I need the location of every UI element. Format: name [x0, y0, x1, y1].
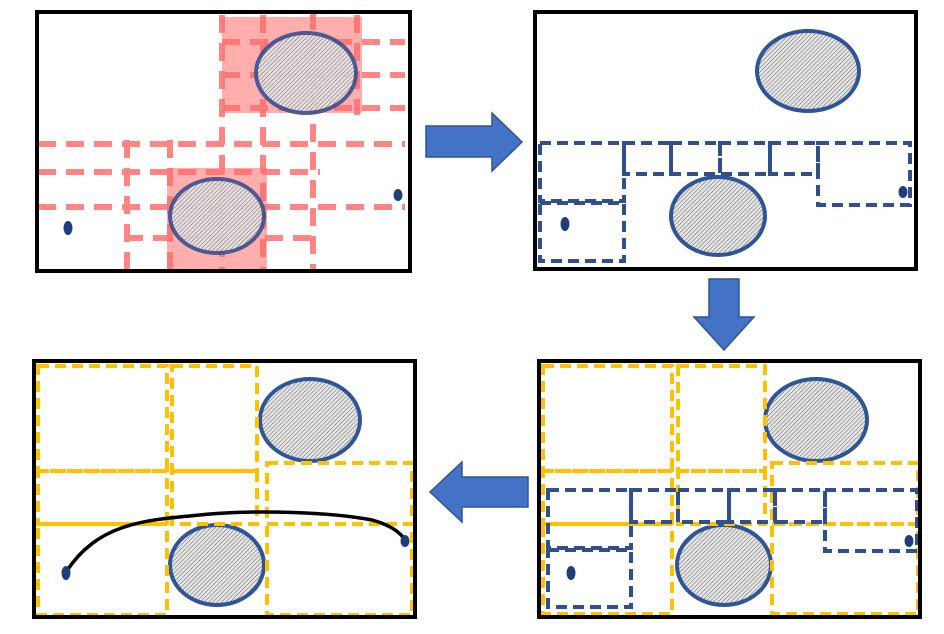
obstacle-top	[258, 377, 362, 463]
obstacle-bottom	[168, 523, 266, 607]
obstacle-top	[254, 31, 358, 115]
panel-1-red-grid	[35, 10, 412, 273]
arrow-left	[428, 460, 529, 524]
goal-point	[898, 186, 908, 198]
obstacle-bottom	[669, 175, 767, 257]
yellow-cells	[36, 364, 414, 617]
obstacle-bottom	[168, 177, 266, 255]
panel-4-frame	[32, 359, 417, 619]
panel-1-frame	[35, 10, 412, 273]
panel-4-final-path	[32, 359, 417, 619]
panel-3-frame	[537, 359, 922, 619]
arrow-right	[425, 111, 524, 173]
panel-2-blue-cells	[533, 10, 918, 271]
panel-2-frame	[533, 10, 918, 271]
start-point	[61, 566, 71, 580]
planned-path	[64, 510, 407, 573]
obstacle-bottom	[675, 523, 773, 607]
start-point	[63, 221, 73, 235]
goal-point	[393, 189, 403, 201]
blue-cells	[538, 141, 912, 263]
goal-point	[904, 535, 914, 547]
start-point	[560, 217, 570, 231]
panel-3-merged-cells	[537, 359, 922, 619]
goal-point	[400, 535, 410, 547]
obstacle-top	[763, 377, 869, 463]
obstacle-top	[755, 29, 861, 113]
arrow-down	[692, 278, 756, 352]
start-point	[566, 566, 576, 580]
blue-cells	[546, 488, 919, 609]
